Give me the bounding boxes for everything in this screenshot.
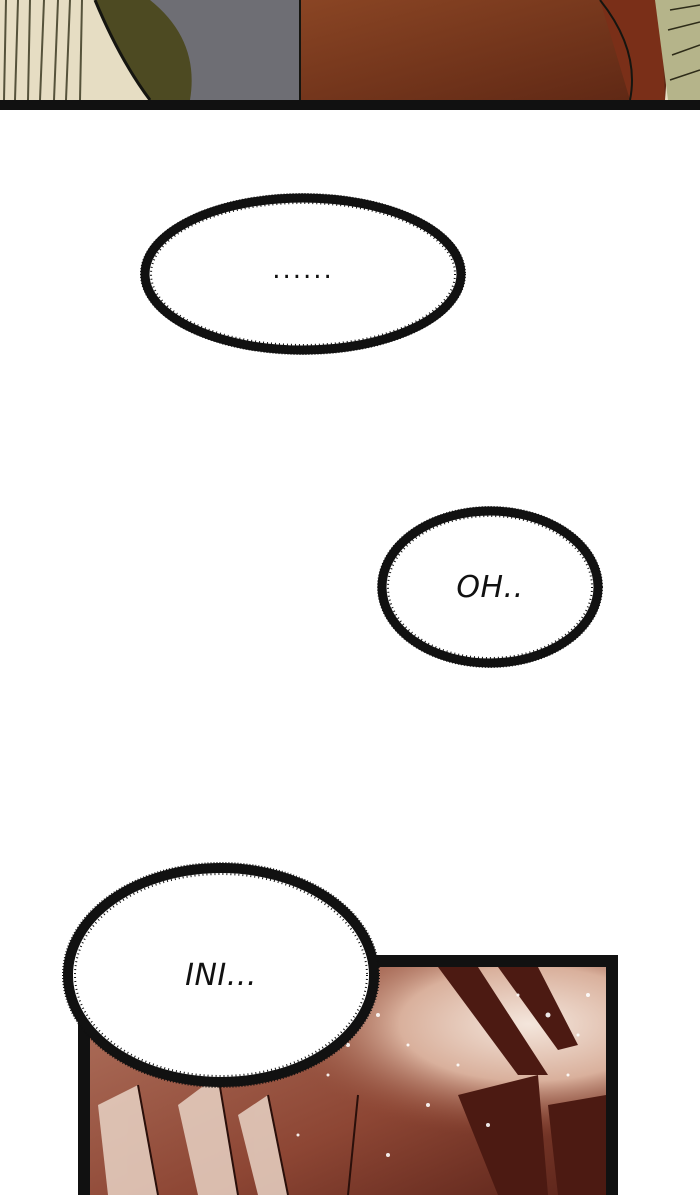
top-panel-artwork <box>0 0 700 110</box>
speech-bubble-shape <box>62 862 380 1088</box>
speech-bubble-shape <box>140 193 466 355</box>
speech-bubble-ini: INI... <box>58 858 384 1093</box>
bubble-text-ellipsis: ...... <box>272 255 334 285</box>
bubble-text-ini: INI... <box>185 958 257 993</box>
bubble-text-oh: OH.. <box>456 569 524 605</box>
speech-bubble-ellipsis: ...... <box>138 190 468 358</box>
top-comic-panel <box>0 0 700 110</box>
speech-bubble-shape <box>377 506 603 668</box>
speech-bubble-oh: OH.. <box>374 503 606 671</box>
